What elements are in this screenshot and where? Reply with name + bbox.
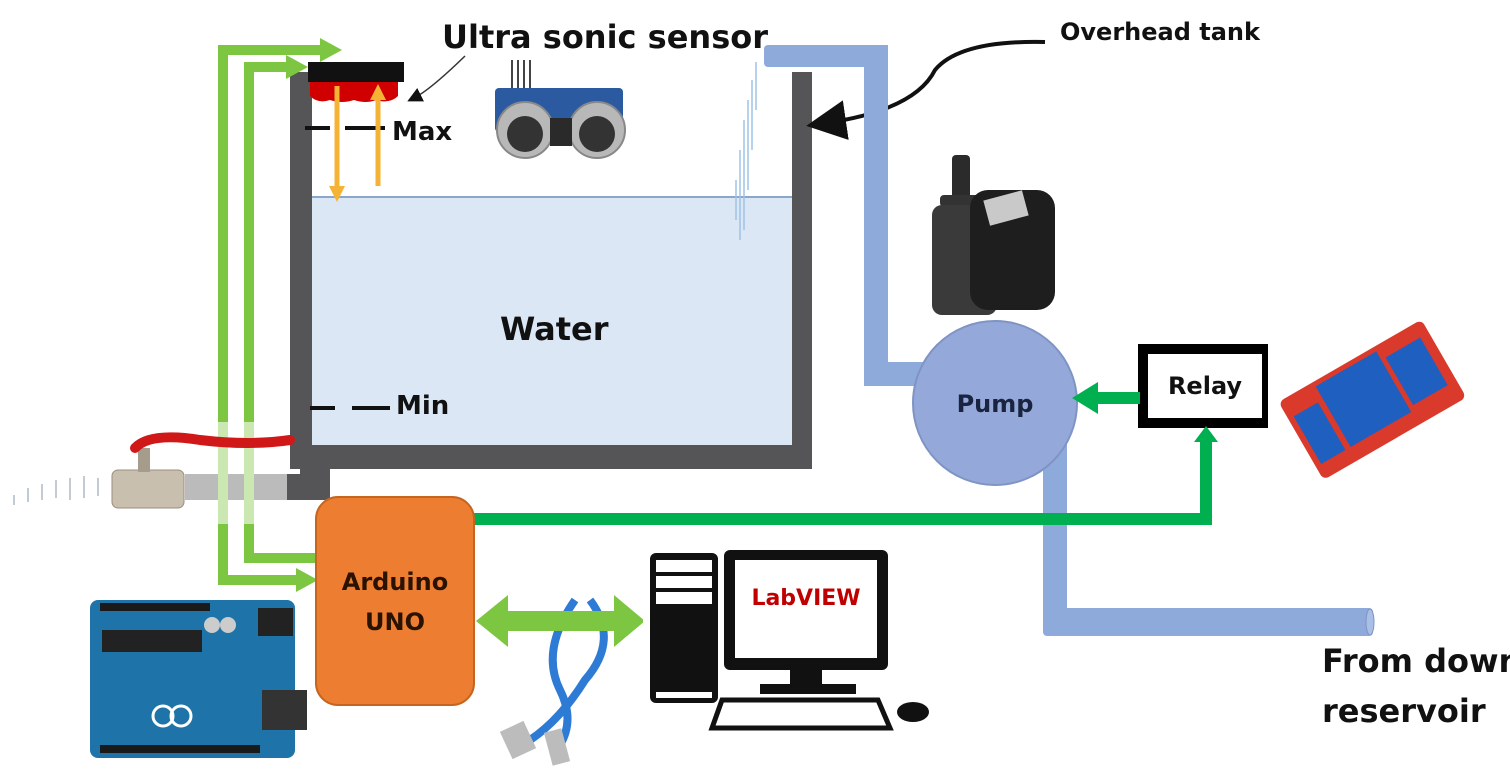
water-stream	[735, 62, 757, 240]
max-label: Max	[392, 117, 452, 147]
relay: Relay	[1138, 344, 1272, 428]
labview-label: LabVIEW	[751, 586, 860, 611]
arduino-board-image	[85, 596, 310, 761]
sensor-signal-lines	[218, 38, 342, 592]
arduino-uno-block: Arduino UNO	[315, 496, 475, 706]
sensor-pointer-arrow	[407, 55, 466, 102]
inlet-pipe	[764, 45, 934, 386]
water-body	[312, 197, 792, 445]
min-level-marker: Min	[310, 391, 449, 421]
pump-label: Pump	[957, 390, 1034, 418]
outflow-water	[13, 476, 99, 505]
arduino-label-line1: Arduino	[342, 568, 448, 596]
relay-module-image	[1268, 290, 1478, 512]
computer-image: LabVIEW	[643, 543, 936, 740]
water-label: Water	[500, 310, 609, 348]
relay-to-pump-arrow	[1072, 382, 1140, 414]
pump: Pump	[912, 320, 1078, 630]
tank-bottom	[290, 445, 812, 469]
relay-label: Relay	[1168, 372, 1242, 400]
tank-left-wall	[290, 72, 312, 464]
reservoir-label-line2: reservoir	[1322, 692, 1486, 730]
ball-valve-image	[97, 422, 295, 524]
outlet-pipe-riser	[300, 460, 330, 500]
ultrasonic-sensor-image	[488, 52, 628, 172]
min-label: Min	[396, 391, 449, 421]
mounted-sensor	[308, 62, 404, 202]
reservoir-pipe	[1043, 608, 1375, 636]
usb-bidirectional-arrow	[476, 595, 645, 647]
overhead-tank-label: Overhead tank	[1060, 18, 1261, 46]
arduino-label-line2: UNO	[365, 608, 425, 636]
pump-image	[925, 150, 1081, 340]
ultrasonic-sensor-label: Ultra sonic sensor	[442, 18, 768, 56]
reservoir-label-line1: From down	[1322, 642, 1510, 680]
arduino-to-relay-line	[472, 426, 1218, 525]
tank-right-wall	[792, 72, 812, 464]
